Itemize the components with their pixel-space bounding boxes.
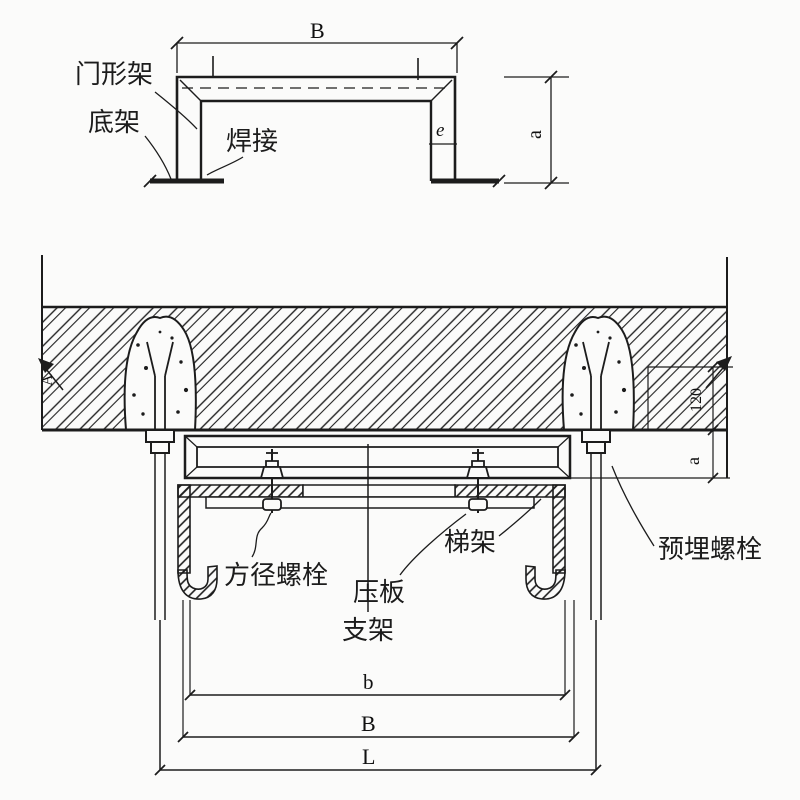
label-embedded-bolt: 预埋螺栓 — [658, 535, 762, 565]
anchor-bolt-rod-left — [147, 342, 173, 430]
dimension-extension-lines — [183, 600, 574, 737]
dimension-B — [178, 732, 579, 742]
clamp-bolt-right — [463, 449, 493, 513]
section-view-drawing: A 120 a — [38, 255, 762, 775]
pressure-plate — [206, 497, 534, 508]
label-bracket: 支架 — [342, 616, 394, 646]
dimension-B-top — [171, 37, 463, 73]
anchor-nut-right — [582, 430, 610, 453]
clamp-middle-bar — [303, 485, 455, 497]
label-ladder-tray: 梯架 — [444, 528, 496, 558]
portal-frame-inner — [201, 101, 431, 181]
portal-corner-chamfer-left — [180, 80, 201, 101]
leader-embedded-bolt — [612, 466, 654, 546]
dimension-L — [155, 765, 601, 775]
dim-label-a-top: a — [524, 130, 546, 139]
dimension-120 — [648, 362, 733, 435]
label-pressure-plate: 压板 — [353, 578, 405, 608]
leader-pressure-plate — [400, 514, 466, 575]
anchor-nut-left — [146, 430, 174, 453]
anchor-rod-extension-left — [155, 453, 165, 770]
anchor-blob-left — [125, 317, 196, 430]
dim-label-L: L — [362, 744, 375, 769]
anchor-blob-right — [563, 317, 634, 430]
leader-base-frame — [145, 136, 171, 179]
label-base-frame: 底架 — [88, 108, 140, 138]
bracket-channel — [185, 436, 570, 478]
clamp-bolt-left — [257, 449, 287, 513]
anchor-bolt-rod-right — [583, 342, 609, 430]
dimension-b — [185, 690, 570, 700]
dim-label-e: e — [436, 120, 444, 141]
top-view-drawing: B 门形架 底架 焊接 e a — [75, 18, 569, 189]
dim-label-120: 120 — [688, 388, 705, 412]
dim-label-b: b — [363, 670, 374, 694]
portal-frame-outer — [177, 77, 455, 181]
label-portal-frame: 门形架 — [75, 60, 153, 90]
leader-portal-frame — [155, 92, 197, 129]
dim-label-B: B — [361, 711, 376, 736]
section-arrow-left — [38, 358, 63, 390]
section-marker-letter: A — [39, 374, 56, 386]
anchor-rod-extension-right — [591, 453, 601, 770]
dimension-a-top — [504, 71, 569, 189]
foot-tick-left — [144, 175, 156, 187]
leader-ladder-tray — [499, 499, 541, 536]
foot-tick-right — [493, 175, 505, 187]
portal-corner-chamfer-right — [431, 80, 452, 101]
anchor-blob-speckles — [132, 330, 627, 416]
dim-label-a-section: a — [683, 457, 703, 465]
dim-label-B-top: B — [310, 18, 325, 43]
label-weld: 焊接 — [226, 127, 278, 157]
leader-weld — [207, 157, 243, 175]
leader-square-bolt — [252, 513, 271, 557]
section-arrow-right — [706, 356, 732, 388]
label-square-bolt: 方径螺栓 — [224, 561, 328, 591]
dimension-a-section — [570, 430, 730, 483]
